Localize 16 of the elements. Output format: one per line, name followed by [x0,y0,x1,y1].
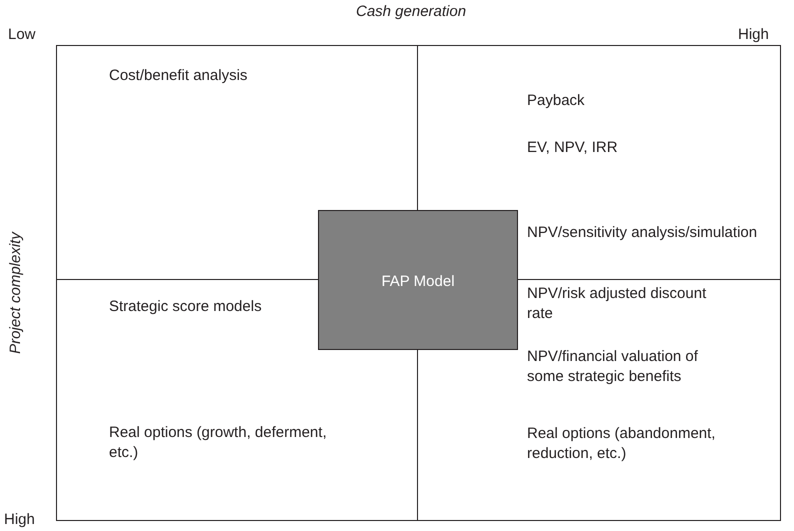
method-text: Cost/benefit analysis [109,66,248,86]
method-text: NPV/sensitivity analysis/simulation [527,223,758,243]
method-text: Payback [527,91,585,111]
axis-end-label: Low [8,25,36,45]
method-text: Real options (abandonment, reduction, etc.) [527,424,716,464]
axis-title: Project complexity [6,232,25,354]
method-text: EV, NPV, IRR [527,138,618,158]
axis-end-label: High [4,510,35,530]
model-label: FAP Model [381,272,455,292]
axis-end-label: High [738,25,769,45]
method-text: Strategic score models [109,297,262,317]
method-text: NPV/financial valuation of some strategic benefits [527,347,699,387]
method-text: Real options (growth, deferment, etc.) [109,423,328,463]
model-box [318,210,518,350]
method-text: NPV/risk adjusted discount rate [527,284,708,324]
axis-title: Cash generation [356,2,466,22]
